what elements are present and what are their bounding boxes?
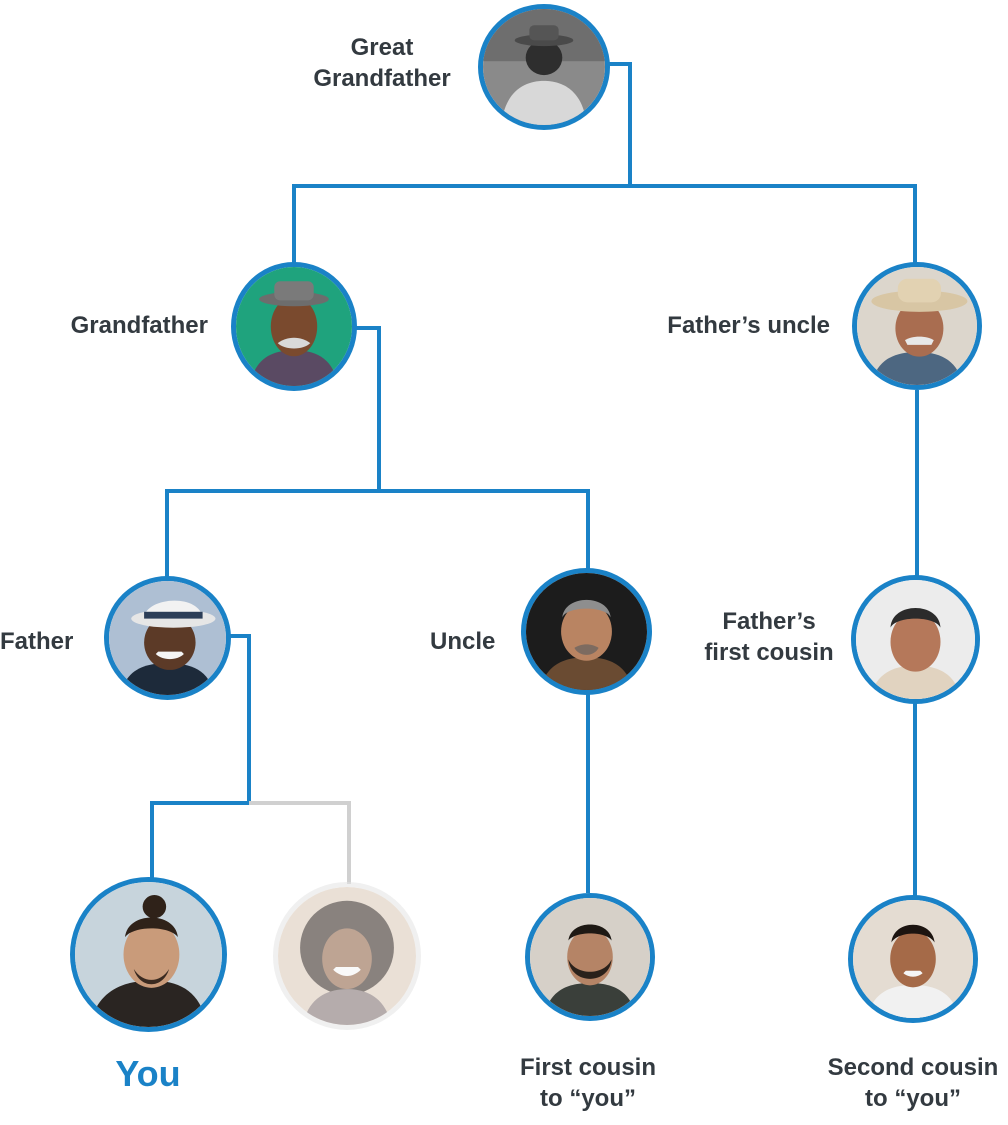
- grandfather-portrait: [231, 262, 357, 391]
- great-grandfather-portrait: [478, 4, 610, 130]
- person-photo-icon: [236, 267, 352, 386]
- fathers-uncle-portrait: [852, 262, 982, 390]
- label-grandfather: Grandfather: [70, 312, 208, 339]
- first-cousin-portrait: [525, 893, 655, 1021]
- label-first-cousin: First cousin to “you”: [519, 1054, 657, 1112]
- connector-gen2-bar: [292, 184, 917, 264]
- label-father: Father: [0, 628, 74, 655]
- label-uncle: Uncle: [430, 628, 496, 655]
- label-second-cousin: Second cousin to “you”: [827, 1054, 999, 1112]
- person-photo-icon: [278, 887, 416, 1025]
- person-photo-icon: [526, 573, 647, 690]
- connector-gen3-bar: [165, 489, 590, 578]
- person-photo-icon: [109, 581, 226, 695]
- second-cousin-portrait: [848, 895, 978, 1023]
- person-photo-icon: [857, 267, 977, 385]
- person-photo-icon: [853, 900, 973, 1018]
- person-photo-icon: [483, 9, 605, 125]
- connector-great-grandfather-children: [609, 62, 632, 186]
- father-portrait: [104, 576, 231, 700]
- label-you: You: [115, 1053, 181, 1094]
- label-fathers-first-cousin: Father’s first cousin: [704, 608, 834, 666]
- label-great-grandfather: Great Grandfather: [313, 34, 451, 92]
- sibling-portrait: [273, 882, 421, 1030]
- person-photo-icon: [75, 882, 222, 1027]
- label-fathers-uncle: Father’s uncle: [667, 312, 830, 339]
- uncle-portrait: [521, 568, 652, 695]
- connector-sibling-faded: [249, 801, 351, 884]
- connector-grandfather-children: [356, 326, 381, 491]
- you-portrait: [70, 877, 227, 1032]
- fathers-first-cousin-portrait: [851, 575, 980, 704]
- person-photo-icon: [530, 898, 650, 1016]
- person-photo-icon: [856, 580, 975, 699]
